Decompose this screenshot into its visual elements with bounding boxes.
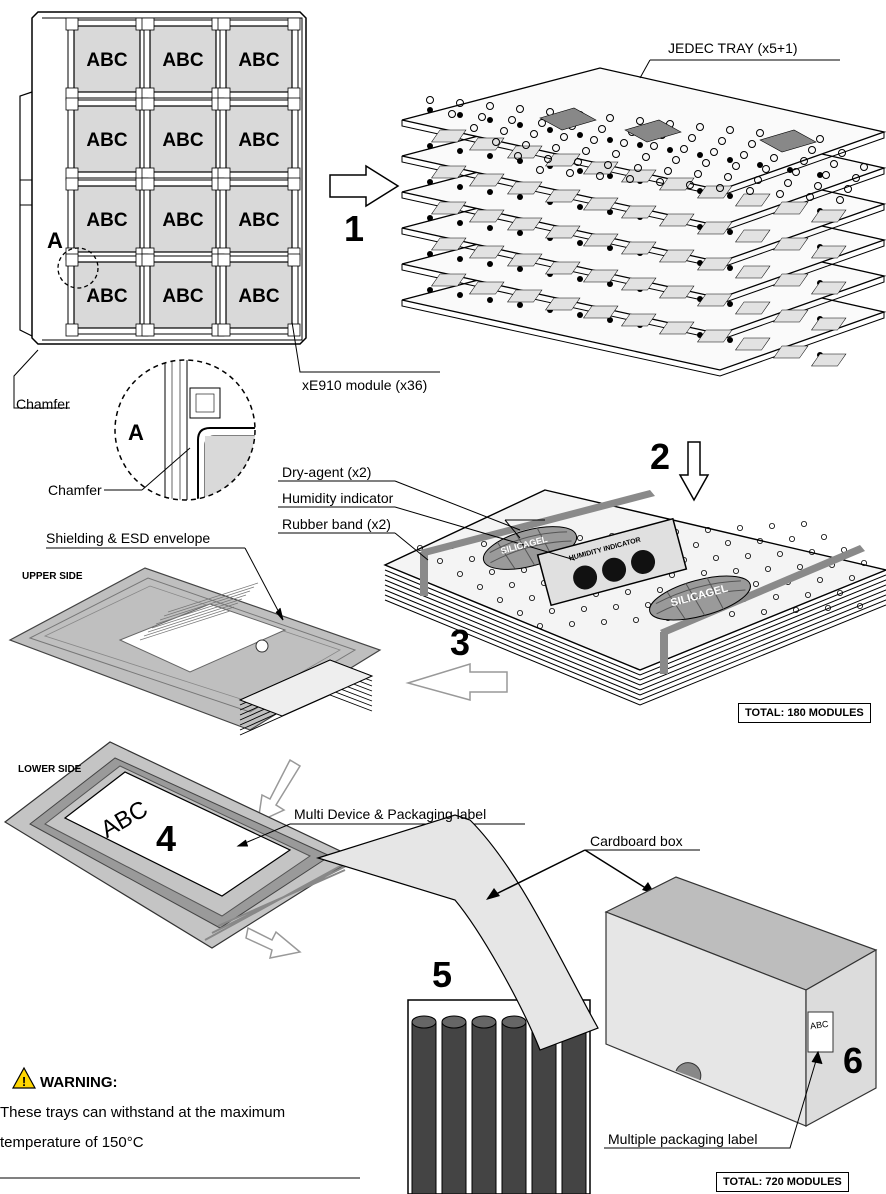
chamfer-label-main: Chamfer bbox=[16, 396, 70, 412]
humidity-indicator-card bbox=[536, 517, 688, 607]
module-label: xE910 module (x36) bbox=[302, 377, 428, 393]
svg-text:!: ! bbox=[22, 1074, 26, 1089]
tray-cell-label: ABC bbox=[86, 50, 127, 71]
chamfer-leader bbox=[13, 349, 70, 409]
warning-line-1: These trays can withstand at the maximum bbox=[0, 1104, 286, 1121]
step-4: 4 bbox=[156, 818, 177, 859]
total-180-box: TOTAL: 180 MODULES bbox=[738, 703, 871, 723]
tray-cell-label: ABC bbox=[238, 286, 279, 307]
step-6: 6 bbox=[843, 1040, 864, 1081]
tray-cell-label: ABC bbox=[162, 210, 203, 231]
rubber-band-label: Rubber band (x2) bbox=[282, 516, 391, 532]
marker-a-detail: A bbox=[128, 420, 144, 445]
box-contents bbox=[315, 814, 599, 1194]
cardboard-box-closed bbox=[604, 876, 878, 1128]
jedec-tray-label: JEDEC TRAY (x5+1) bbox=[668, 40, 798, 56]
detail-a-magnified bbox=[104, 359, 256, 501]
cardboard-box-label: Cardboard box bbox=[590, 833, 683, 849]
dry-agent-label: Dry-agent (x2) bbox=[282, 464, 372, 480]
marker-a-tray: A bbox=[47, 228, 63, 253]
packed-tray-bundle bbox=[471, 1015, 497, 1194]
packed-tray-bundle bbox=[411, 1015, 437, 1194]
step-5: 5 bbox=[432, 954, 453, 995]
tray-cell: ABC bbox=[141, 97, 225, 181]
tray-cell-label: ABC bbox=[86, 286, 127, 307]
arrow-step-3 bbox=[405, 662, 508, 701]
tray-cell-label: ABC bbox=[86, 130, 127, 151]
warning-line-2: temperature of 150°C bbox=[0, 1134, 144, 1151]
tray-cell: ABC bbox=[141, 177, 225, 261]
packaging-label bbox=[807, 1011, 834, 1053]
tray-cell: ABC bbox=[65, 17, 149, 101]
jedec-tray-top-view: ABC ABC ABC ABC ABC ABC ABC ABC ABC ABC ABC ABC bbox=[19, 11, 307, 345]
total-720-box: TOTAL: 720 MODULES bbox=[716, 1172, 849, 1192]
esd-envelope-upper bbox=[8, 567, 382, 736]
arrow-step-2 bbox=[678, 441, 710, 502]
dry-agent-bag-2 bbox=[649, 575, 751, 621]
packed-tray-bundle bbox=[441, 1015, 467, 1194]
warning-icon: ! bbox=[11, 1066, 37, 1089]
packed-tray-bundle bbox=[501, 1015, 527, 1194]
tray-cell: ABC bbox=[65, 253, 149, 337]
tray-cell: ABC bbox=[65, 177, 149, 261]
tray-cell: ABC bbox=[65, 97, 149, 181]
tray-cell-label: ABC bbox=[86, 210, 127, 231]
tray-cell: ABC bbox=[141, 253, 225, 337]
tray-cell-label: ABC bbox=[162, 50, 203, 71]
chamfer-label-detail: Chamfer bbox=[48, 482, 102, 498]
tray-cell-label: ABC bbox=[238, 210, 279, 231]
humidity-indicator-label: Humidity indicator bbox=[282, 490, 394, 506]
arrow-to-step-4 bbox=[257, 758, 302, 824]
arrow-step-1 bbox=[329, 164, 400, 208]
multiple-packaging-label: Multiple packaging label bbox=[608, 1131, 758, 1147]
tray-cell-label: ABC bbox=[162, 286, 203, 307]
tray-cell: ABC bbox=[217, 17, 301, 101]
tray-cell-label: ABC bbox=[238, 130, 279, 151]
tray-cell: ABC bbox=[217, 97, 301, 181]
esd-envelope-lower bbox=[3, 741, 357, 949]
multi-device-label: Multi Device & Packaging label bbox=[294, 806, 487, 822]
box-flap bbox=[315, 814, 599, 1051]
tray-cell: ABC bbox=[217, 177, 301, 261]
tray-cell: ABC bbox=[217, 253, 301, 337]
module-leader bbox=[291, 321, 440, 373]
jedec-tray-stack bbox=[401, 67, 886, 377]
step-1: 1 bbox=[344, 208, 365, 249]
tray-cell: ABC bbox=[141, 17, 225, 101]
tray-cell-label: ABC bbox=[162, 130, 203, 151]
cardboard-leader-1 bbox=[487, 849, 586, 899]
tray-cell-label: ABC bbox=[238, 50, 279, 71]
lower-side-label: LOWER SIDE bbox=[18, 764, 82, 775]
packed-tray-bundle bbox=[561, 1015, 587, 1194]
upper-side-label: UPPER SIDE bbox=[22, 571, 83, 582]
multiple-label-leader bbox=[604, 1053, 819, 1149]
step-3: 3 bbox=[450, 622, 471, 663]
detail-a-circle bbox=[57, 247, 99, 289]
shielding-envelope-label: Shielding & ESD envelope bbox=[46, 530, 211, 546]
rubber-band-left bbox=[420, 490, 655, 556]
cardboard-leader-2 bbox=[584, 849, 653, 893]
arrow-to-step-5 bbox=[245, 926, 302, 959]
tray-bundle bbox=[383, 489, 886, 706]
warning-title: WARNING: bbox=[40, 1074, 118, 1091]
step-2: 2 bbox=[650, 436, 671, 477]
